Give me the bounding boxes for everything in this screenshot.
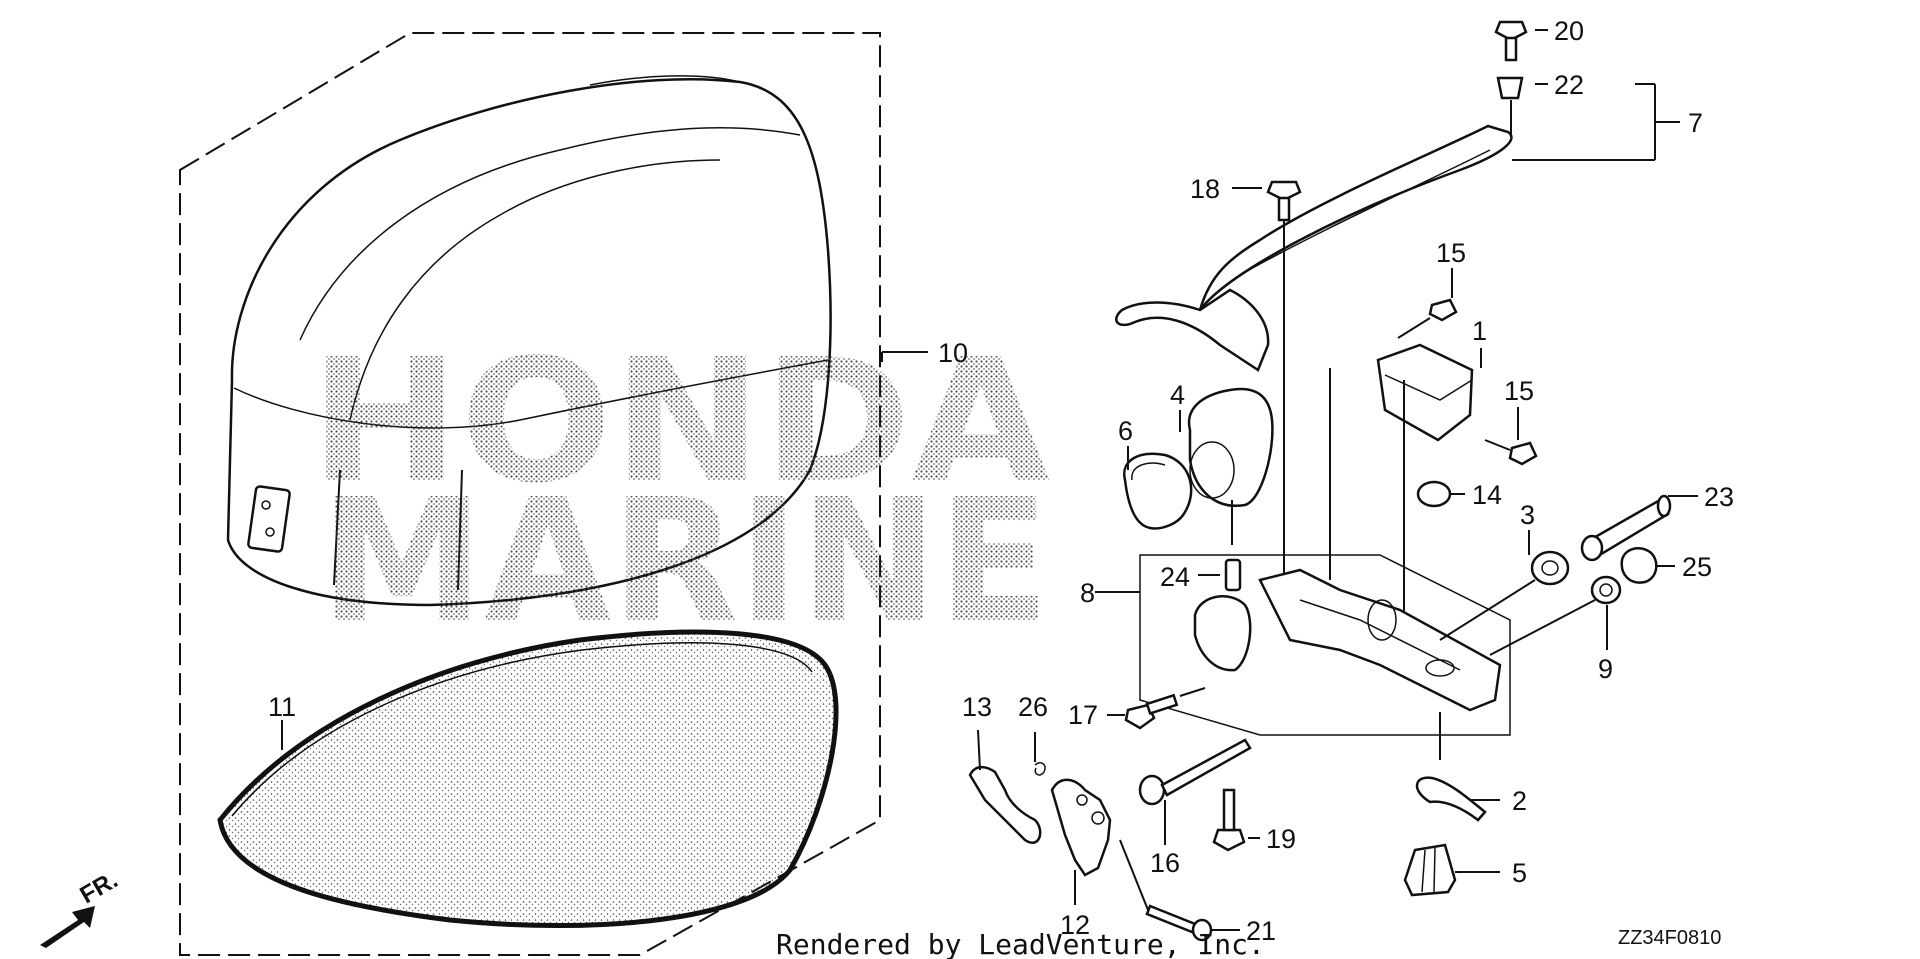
- pin-24: [1224, 558, 1242, 592]
- bracket-10: [881, 351, 928, 362]
- watermark-line2: MARINE: [320, 463, 1050, 661]
- callout-6: 6: [1118, 416, 1133, 446]
- cover-group-frame: [179, 32, 881, 956]
- callout-26: 26: [1018, 692, 1048, 722]
- cover-latch: [247, 485, 291, 553]
- spring-13: [968, 729, 1042, 844]
- callout-16: 16: [1150, 848, 1180, 878]
- pin-23: [1580, 494, 1672, 562]
- callout-24: 24: [1160, 562, 1190, 592]
- diagram-code: ZZ34F0810: [1618, 927, 1721, 949]
- callout-19: 19: [1266, 824, 1296, 854]
- callout-13: 13: [962, 692, 992, 722]
- footer: Rendered by LeadVenture, Inc. ZZ34F0810: [776, 927, 1721, 959]
- cap-25: [1620, 547, 1658, 584]
- callout-2: 2: [1512, 786, 1527, 816]
- lock-lever-12: [1050, 778, 1112, 905]
- cap-14: [1416, 480, 1452, 508]
- callout-7: 7: [1688, 108, 1703, 138]
- callout-14: 14: [1472, 480, 1502, 510]
- watermark-line1: HONDA: [310, 323, 1050, 521]
- lower-base-8: [1139, 554, 1511, 736]
- front-marker-label: FR.: [76, 866, 123, 909]
- rubber-mount-5: [1403, 843, 1457, 897]
- handle-part-7: [1115, 124, 1513, 372]
- switch-bracket-1: [1329, 343, 1474, 660]
- bolt-19: [1212, 788, 1246, 852]
- front-direction-marker: FR.: [40, 866, 122, 948]
- clip-26: [1034, 762, 1046, 776]
- callout-9: 9: [1598, 654, 1613, 684]
- cover-seal: [217, 629, 839, 929]
- bolt-21: [1119, 839, 1213, 942]
- callout-22: 22: [1554, 70, 1584, 100]
- callout-12: 12: [1060, 910, 1090, 940]
- callout-3: 3: [1520, 500, 1535, 530]
- callout-1: 1: [1472, 316, 1487, 346]
- callout-4: 4: [1170, 380, 1185, 410]
- callout-10: 10: [938, 338, 968, 368]
- honda-marine-watermark: HONDA MARINE: [310, 323, 1050, 661]
- bolt-15a: [1397, 298, 1458, 339]
- rendered-by-credit: Rendered by LeadVenture, Inc.: [776, 928, 1265, 959]
- callout-numbers: 1 2 3 4 5 6 7 8 9 10 11 12 13 14 15 15 1…: [268, 16, 1734, 946]
- callout-11: 11: [268, 692, 296, 722]
- callout-17: 17: [1068, 700, 1098, 730]
- bolt-18: [1266, 180, 1302, 590]
- grommet-3: [1439, 550, 1570, 641]
- bolt-16: [1138, 738, 1252, 806]
- clamp-band-6: [1122, 452, 1193, 530]
- bolt-17: [1124, 687, 1206, 730]
- callout-25: 25: [1682, 552, 1712, 582]
- callout-21: 21: [1246, 916, 1276, 946]
- callout-5: 5: [1512, 858, 1527, 888]
- callout-8: 8: [1080, 578, 1095, 608]
- collar-22: [1496, 76, 1524, 135]
- callout-15b: 15: [1504, 376, 1534, 406]
- grommet-9: [1489, 575, 1622, 656]
- bolt-20: [1494, 20, 1528, 62]
- engine-cover: [226, 75, 832, 607]
- callout-15a: 15: [1436, 238, 1466, 268]
- callout-18: 18: [1190, 174, 1220, 204]
- clip-2: [1415, 712, 1487, 822]
- grommet-plug-4: [1187, 387, 1274, 545]
- callout-23: 23: [1704, 482, 1734, 512]
- bolt-15b: [1484, 439, 1538, 466]
- callout-20: 20: [1554, 16, 1584, 46]
- leader-lines: [281, 29, 1698, 931]
